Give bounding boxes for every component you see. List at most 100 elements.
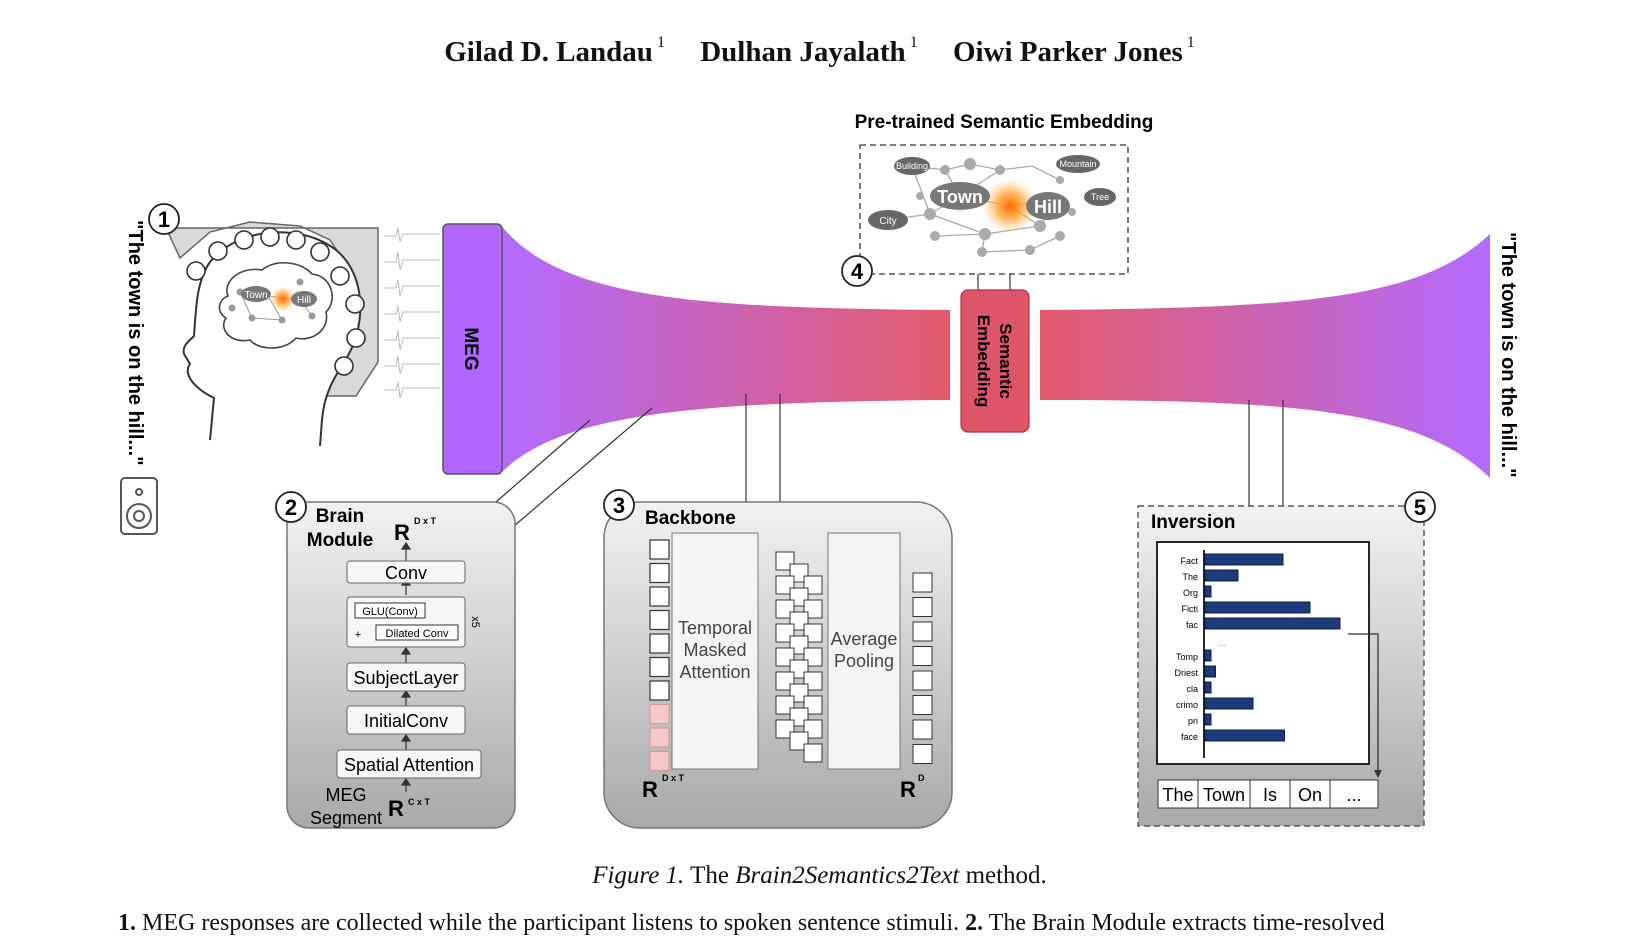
- step-4-badge: 4: [841, 255, 873, 287]
- probability-bar: [1204, 617, 1341, 630]
- output-sentence: "The town is on the hill...": [1497, 232, 1519, 478]
- glu-conv-layer: GLU(Conv): [362, 606, 418, 618]
- probability-bar: [1204, 713, 1212, 726]
- probability-bar: [1204, 601, 1311, 614]
- figure-caption: Figure 1. The Brain2Semantics2Text metho…: [0, 862, 1639, 890]
- brain-word-hill: Hill: [297, 295, 311, 306]
- step-5-badge: 5: [1404, 491, 1436, 523]
- bar-label: Tomp: [1176, 652, 1198, 662]
- node-building: Building: [896, 161, 928, 171]
- participant-head: Town Hill: [160, 221, 379, 447]
- masked-token: [649, 750, 670, 772]
- svg-text:5: 5: [1414, 495, 1426, 520]
- svg-text:2: 2: [285, 495, 297, 520]
- bar-label: face: [1181, 732, 1198, 742]
- input-token: [649, 609, 670, 631]
- decoder-funnel: [1040, 234, 1490, 478]
- spatial-attention-layer: Spatial Attention: [344, 755, 474, 775]
- pooled-feature: [912, 646, 933, 666]
- probability-bar: [1204, 569, 1239, 582]
- pooled-feature: [912, 695, 933, 715]
- brain-module-title-2: Module: [307, 530, 374, 551]
- connector-lines: [495, 394, 1284, 527]
- pooling-label-1: Average: [831, 629, 898, 649]
- caption-label: Figure 1.: [592, 862, 685, 889]
- decoded-token: ...: [1346, 785, 1361, 805]
- brain-input-dim: R: [388, 796, 404, 821]
- pooled-vector-column: [912, 572, 933, 764]
- tma-label-2: Masked: [683, 640, 746, 660]
- decoded-token: Town: [1203, 785, 1245, 805]
- decoded-token: Is: [1263, 785, 1277, 805]
- attention-output-stack: [775, 551, 823, 763]
- backbone-output-dim: R: [900, 777, 916, 802]
- decoded-token-box: [1289, 779, 1331, 809]
- bar-label: Driest: [1174, 668, 1198, 678]
- speaker-icon: [120, 477, 158, 535]
- decoded-token-box: [1249, 779, 1291, 809]
- item-1-text: MEG responses are collected while the pa…: [142, 910, 960, 936]
- bar-label: pri: [1188, 716, 1198, 726]
- inversion-title: Inversion: [1151, 512, 1235, 533]
- brain-module-panel: Brain Module R D x T Conv GLU(Conv) + Di…: [286, 501, 516, 829]
- svg-text:+: +: [355, 629, 361, 641]
- probability-bar: [1204, 585, 1212, 598]
- pooled-feature: [912, 572, 933, 593]
- decoded-token-box: [1329, 779, 1379, 809]
- meg-traces: [384, 227, 440, 399]
- attention-output-token: [803, 743, 823, 763]
- pooled-feature: [912, 719, 933, 740]
- embedding-title: Pre-trained Semantic Embedding: [855, 112, 1154, 133]
- semantic-embedding-label-2: Embedding: [974, 315, 993, 408]
- bar-label: The: [1182, 572, 1198, 582]
- node-hill: Hill: [1034, 197, 1062, 217]
- item-2-number: 2.: [965, 910, 984, 936]
- token-probability-bars: FactTheOrgFictifacTompDriestclacrimoprif…: [1174, 553, 1341, 742]
- svg-text:D x T: D x T: [414, 516, 437, 526]
- node-mountain: Mountain: [1059, 159, 1096, 169]
- svg-text:1: 1: [158, 207, 170, 232]
- caption-post: method.: [965, 862, 1047, 889]
- repeat-count: x5: [469, 616, 481, 628]
- probability-bar: [1204, 697, 1254, 710]
- input-token: [649, 586, 670, 607]
- pooled-feature: [912, 621, 933, 642]
- caption-method: Brain2Semantics2Text: [735, 862, 960, 889]
- brain-module-title-1: Brain: [316, 506, 365, 527]
- input-token: [649, 680, 670, 701]
- svg-text:C x T: C x T: [408, 797, 431, 807]
- bar-label: cla: [1186, 684, 1198, 694]
- masked-token: [649, 727, 670, 748]
- pooled-feature: [912, 670, 933, 691]
- embedding-graph: Building Mountain City Tree Town Hill: [859, 144, 1129, 275]
- bar-label: Fact: [1180, 556, 1198, 566]
- svg-text:3: 3: [613, 493, 625, 518]
- step-1-badge: 1: [148, 203, 180, 235]
- semantic-embedding-block: Semantic Embedding: [960, 274, 1030, 433]
- bar-label: Ficti: [1182, 604, 1199, 614]
- brain-word-town: Town: [244, 290, 267, 301]
- inversion-panel: Inversion FactTheOrgFictifacTompDriestcl…: [1137, 505, 1425, 827]
- masked-token: [649, 703, 670, 725]
- node-tree: Tree: [1091, 192, 1109, 202]
- meg-label: MEG: [460, 327, 481, 370]
- svg-text:D x T: D x T: [662, 773, 685, 783]
- tma-label-3: Attention: [679, 662, 750, 682]
- bar-label: Org: [1183, 588, 1198, 598]
- meg-block: MEG: [442, 223, 503, 475]
- input-sentence: "The town is on the hill...": [124, 220, 146, 466]
- item-1-number: 1.: [118, 910, 136, 936]
- subject-layer: SubjectLayer: [353, 668, 458, 688]
- pooling-label-2: Pooling: [834, 651, 894, 671]
- svg-text:D: D: [918, 773, 925, 783]
- decoded-token: On: [1298, 785, 1322, 805]
- probability-bar: [1204, 649, 1212, 662]
- meg-sensors: [186, 227, 366, 376]
- brain-output-dim: R: [394, 520, 410, 545]
- bars-ellipsis: ...: [1218, 638, 1226, 649]
- decoded-token-box: [1197, 779, 1251, 809]
- input-token: [649, 539, 670, 560]
